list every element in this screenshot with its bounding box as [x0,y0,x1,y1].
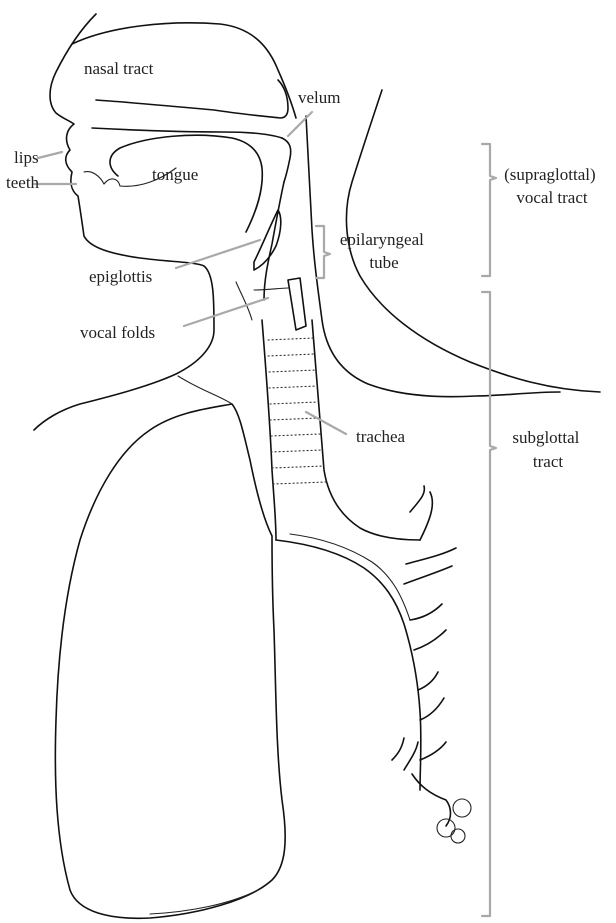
epiglottis-leader [176,240,260,268]
label-vocal-folds: vocal folds [80,323,155,342]
trachea-front-wall [262,320,276,540]
lung-shoulder [178,376,232,404]
label-epilaryngeal-line-2: tube [369,253,398,272]
nasal-tract-cavity [96,80,288,118]
label-supraglottal-line-2: vocal tract [516,188,588,207]
bronchus-inner [290,534,410,620]
label-supraglottal-line-1: (supraglottal) [504,165,596,184]
larynx-cartilage [288,278,306,330]
bronchiole-mid-3 [418,672,444,720]
label-supraglottal: (supraglottal) vocal tract [504,165,600,207]
label-velum: velum [298,88,341,107]
vocal-fold-line [254,288,288,290]
bronchiole-upper [410,486,432,540]
epilaryngeal-brace [316,226,330,278]
brackets [316,144,496,916]
larynx-front [236,282,252,320]
terminal-bronchiole [412,774,451,826]
bronchiole-mid-2 [410,604,446,650]
label-subglottal: subglottal tract [512,428,583,471]
trachea-leader [306,412,346,434]
lung-outline [55,404,285,918]
velum-shape [282,138,291,182]
bronchiole-lower [392,738,446,770]
hard-palate [92,128,282,138]
bronchus-main [276,540,421,790]
leader-lines [34,112,346,434]
label-tongue: tongue [152,165,198,184]
bronchiole-mid-1 [404,548,456,584]
pharynx-front-wall [264,182,284,300]
label-nasal-tract: nasal tract [84,59,154,78]
alveolus-1 [453,799,471,817]
trachea-rings [268,338,327,484]
label-epiglottis: epiglottis [89,267,152,286]
vocal-folds-leader [184,298,268,326]
subglottal-brace [482,292,496,916]
anatomy-drawing [34,14,600,918]
alveolus-3 [451,829,465,843]
label-lips: lips [14,148,39,167]
label-trachea: trachea [356,427,406,446]
alveolus-2 [437,819,455,837]
lips-leader [38,152,62,158]
label-epilaryngeal-tube: epilaryngeal tube [340,230,428,272]
velum-leader [288,112,312,136]
pharynx-back-wall [306,116,560,397]
label-epilaryngeal-line-1: epilaryngeal [340,230,424,249]
supraglottal-brace [482,144,496,276]
label-subglottal-line-1: subglottal [512,428,579,447]
label-teeth: teeth [6,173,40,192]
label-subglottal-line-2: tract [533,452,563,471]
